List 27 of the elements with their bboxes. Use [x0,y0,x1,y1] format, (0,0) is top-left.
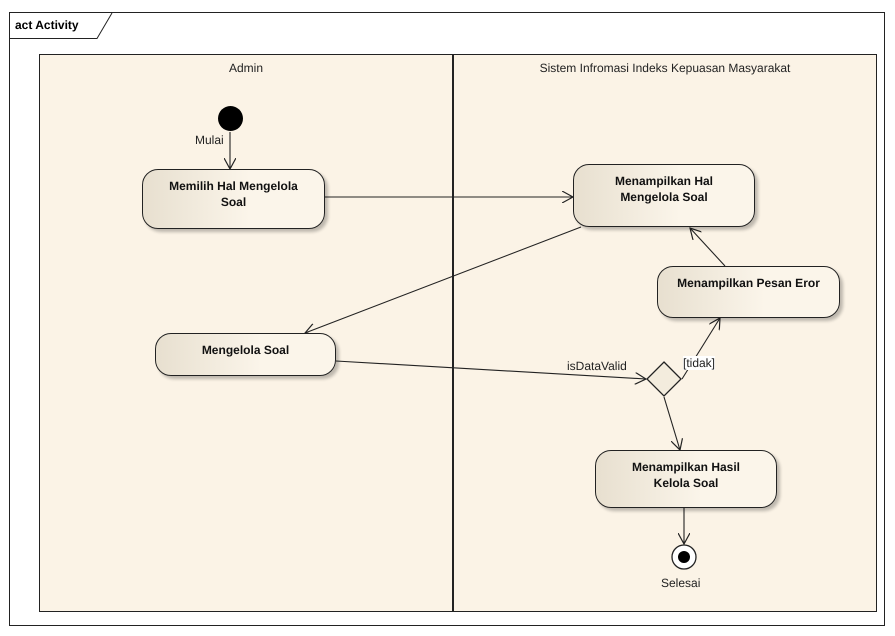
swimlane [39,54,453,612]
action-label: Menampilkan Hal Mengelola Soal [614,173,714,206]
arrow [336,360,647,385]
action-box [155,333,336,376]
arrow [689,227,726,266]
action-box [657,266,840,318]
node-caption: Mulai [195,133,224,147]
swimlane-title: Admin [228,61,264,75]
swimlane-title: Sistem Infromasi Indeks Kepuasan Masyarakat [538,61,792,75]
arrow [223,132,237,170]
diagram-frame [9,12,885,626]
node-caption: isDataValid [567,359,627,373]
action-label: Menampilkan Hasil Kelola Soal [630,459,742,492]
arrow [325,190,574,204]
action-label: Mengelola Soal [202,342,290,359]
action-box [573,164,755,227]
action-label: Menampilkan Pesan Eror [677,275,820,292]
swimlane [453,54,877,612]
frame-title: act Activity [14,17,80,34]
arrow [304,226,582,336]
action-box [595,450,777,508]
action-box [142,169,325,229]
arrow [677,508,691,545]
action-label: Memilih Hal Mengelola Soal [168,178,299,211]
node-caption: Selesai [661,576,700,590]
arrow [663,396,684,451]
edge-label: [tidak] [683,356,716,370]
